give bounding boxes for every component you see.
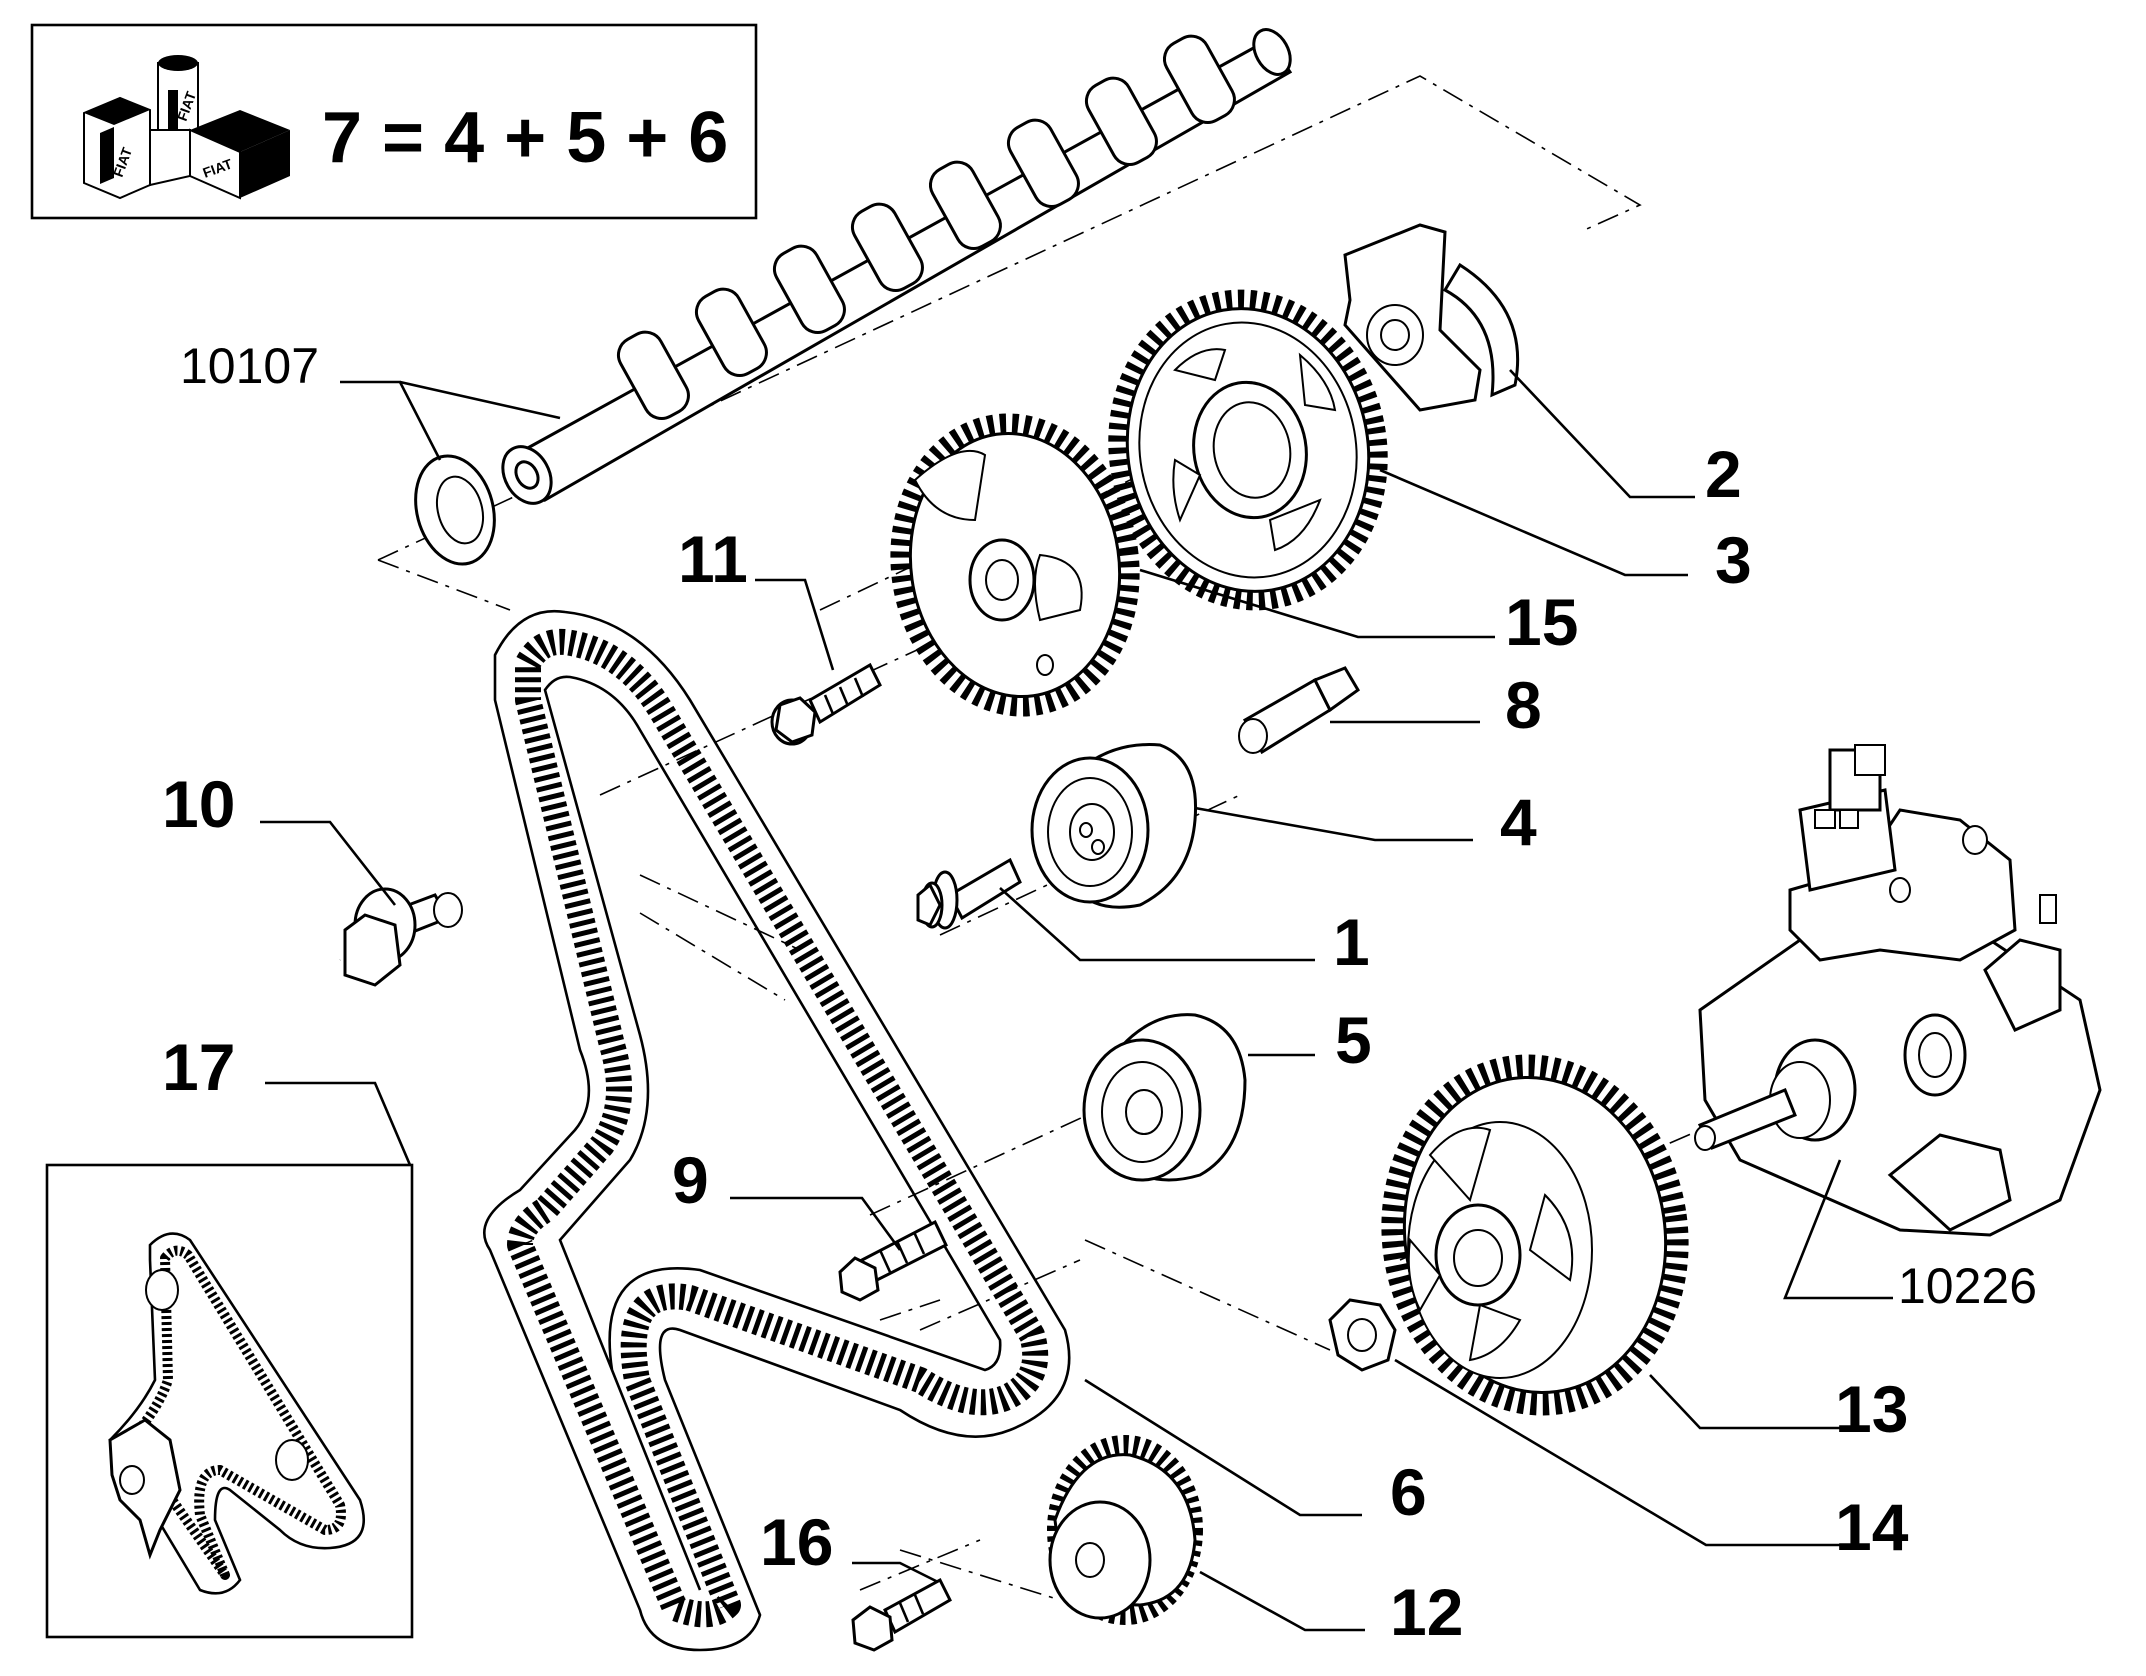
label-9: 9 bbox=[672, 1143, 709, 1217]
nut-14 bbox=[1328, 1298, 1397, 1372]
label-11: 11 bbox=[678, 522, 748, 596]
label-2: 2 bbox=[1705, 437, 1742, 511]
label-5: 5 bbox=[1335, 1003, 1372, 1077]
label-15: 15 bbox=[1505, 585, 1578, 659]
pump-pulley-upper bbox=[890, 413, 1140, 717]
camshaft-pulley bbox=[1108, 289, 1388, 611]
label-10226: 10226 bbox=[1898, 1258, 2037, 1314]
label-3: 3 bbox=[1715, 523, 1752, 597]
camshaft-seal bbox=[414, 454, 496, 566]
label-16: 16 bbox=[760, 1505, 833, 1579]
label-10107: 10107 bbox=[180, 338, 319, 394]
stud-8 bbox=[1238, 666, 1360, 755]
sensor-bracket bbox=[1343, 223, 1520, 412]
callout-labels: 10107 2 3 15 11 8 10 4 1 17 5 9 10226 13… bbox=[162, 338, 2037, 1649]
injection-pump bbox=[1694, 744, 2102, 1237]
bolt-9 bbox=[838, 1219, 948, 1302]
bolt-16 bbox=[851, 1577, 952, 1652]
label-13: 13 bbox=[1835, 1372, 1908, 1446]
label-14: 14 bbox=[1835, 1490, 1909, 1564]
bolt-11 bbox=[770, 662, 882, 746]
belt-routing-detail bbox=[45, 1163, 414, 1639]
crankshaft-sprocket bbox=[1047, 1435, 1203, 1625]
injection-pump-pulley bbox=[1381, 1054, 1689, 1416]
label-6: 6 bbox=[1390, 1455, 1427, 1529]
label-10: 10 bbox=[162, 767, 235, 841]
label-8: 8 bbox=[1505, 668, 1542, 742]
bolt-10 bbox=[343, 887, 463, 987]
screw-1 bbox=[916, 857, 1022, 930]
label-17: 17 bbox=[162, 1030, 235, 1104]
leader-lines bbox=[260, 369, 1893, 1632]
camshaft bbox=[501, 28, 1293, 505]
idler-roller bbox=[1082, 1013, 1247, 1182]
kit-formula: 7 = 4 + 5 + 6 bbox=[322, 98, 728, 178]
label-12: 12 bbox=[1390, 1575, 1463, 1649]
timing-belt bbox=[483, 609, 1071, 1652]
label-1: 1 bbox=[1333, 905, 1370, 979]
kit-logo-icon: FIAT FIAT FIAT bbox=[83, 55, 290, 200]
kit-box: FIAT FIAT FIAT 7 = 4 + 5 + 6 bbox=[30, 23, 758, 220]
tensioner-roller bbox=[1030, 743, 1198, 909]
label-4: 4 bbox=[1500, 785, 1537, 859]
